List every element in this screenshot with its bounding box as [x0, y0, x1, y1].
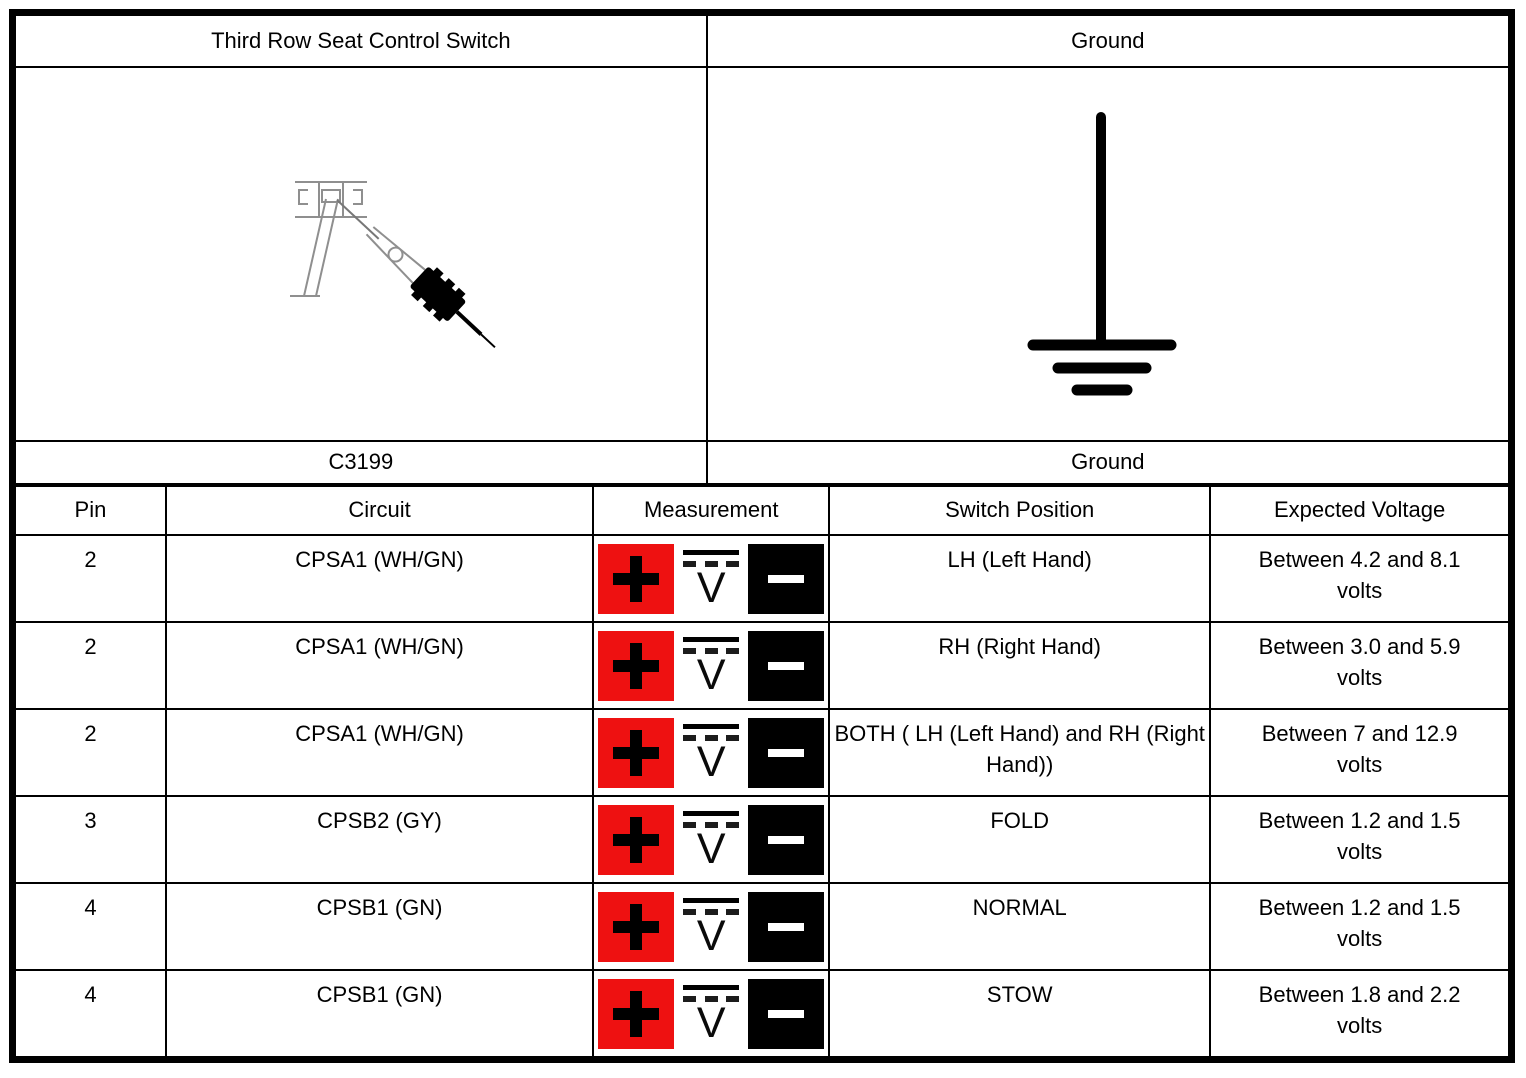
- measurement-cell: V: [592, 708, 831, 797]
- table-row: 2 CPSA1 (WH/GN) V RH (Right Hand) Betwee…: [14, 621, 1510, 710]
- switch-position-cell: FOLD: [828, 795, 1212, 884]
- expected-voltage-cell: Between 1.2 and 1.5 volts: [1209, 882, 1510, 971]
- circuit-cell: CPSA1 (WH/GN): [164, 534, 595, 623]
- negative-lead-icon: [748, 543, 825, 614]
- voltmeter-measurement-icon: V: [594, 717, 828, 788]
- expected-voltage-cell: Between 1.8 and 2.2 volts: [1209, 969, 1510, 1058]
- expected-voltage-cell: Between 7 and 12.9 volts: [1209, 708, 1510, 797]
- header-circuit: Circuit: [164, 485, 595, 536]
- ground-label: Ground: [705, 440, 1511, 485]
- circuit-cell: CPSA1 (WH/GN): [164, 621, 595, 710]
- pin-cell: 2: [14, 534, 167, 623]
- switch-position-cell: RH (Right Hand): [828, 621, 1212, 710]
- table-header-row: Pin Circuit Measurement Switch Position …: [14, 485, 1510, 536]
- switch-position-cell: NORMAL: [828, 882, 1212, 971]
- ground-symbol-icon: [1027, 112, 1177, 396]
- negative-lead-icon: [748, 978, 825, 1049]
- dc-voltmeter-icon: V: [683, 549, 740, 609]
- table-row: 4 CPSB1 (GN) V STOW Between 1.8 and 2.2 …: [14, 969, 1510, 1058]
- pin-cell: 2: [14, 708, 167, 797]
- table-row: 3 CPSB2 (GY) V FOLD Between 1.2 and 1.5 …: [14, 795, 1510, 884]
- pin-cell: 4: [14, 882, 167, 971]
- circuit-cell: CPSB1 (GN): [164, 882, 595, 971]
- ground-image-cell: [705, 66, 1511, 442]
- connector-code-label: C3199: [14, 440, 708, 485]
- pin-cell: 3: [14, 795, 167, 884]
- header-switch-position: Switch Position: [828, 485, 1212, 536]
- expected-voltage-cell: Between 4.2 and 8.1 volts: [1209, 534, 1510, 623]
- expected-voltage-cell: Between 3.0 and 5.9 volts: [1209, 621, 1510, 710]
- header-pin: Pin: [14, 485, 167, 536]
- header-expected-voltage: Expected Voltage: [1209, 485, 1510, 536]
- connector-title: Third Row Seat Control Switch: [14, 14, 708, 68]
- circuit-cell: CPSB1 (GN): [164, 969, 595, 1058]
- test-probe-connector-icon: [290, 181, 496, 349]
- dc-voltmeter-icon: V: [683, 810, 740, 870]
- negative-lead-icon: [748, 630, 825, 701]
- dc-voltmeter-icon: V: [683, 897, 740, 957]
- dc-voltmeter-icon: V: [683, 984, 740, 1044]
- pin-cell: 2: [14, 621, 167, 710]
- voltmeter-measurement-icon: V: [594, 891, 828, 962]
- voltmeter-measurement-icon: V: [594, 978, 828, 1049]
- negative-lead-icon: [748, 891, 825, 962]
- voltmeter-measurement-icon: V: [594, 543, 828, 614]
- circuit-cell: CPSA1 (WH/GN): [164, 708, 595, 797]
- pinpoint-test-table: Third Row Seat Control Switch Ground: [9, 9, 1515, 1063]
- positive-lead-icon: [598, 978, 675, 1049]
- measurement-cell: V: [592, 534, 831, 623]
- table-row: 2 CPSA1 (WH/GN) V BOTH ( LH (Left Hand) …: [14, 708, 1510, 797]
- voltmeter-measurement-icon: V: [594, 630, 828, 701]
- measurement-cell: V: [592, 795, 831, 884]
- pin-cell: 4: [14, 969, 167, 1058]
- measurement-table: Pin Circuit Measurement Switch Position …: [14, 485, 1510, 1058]
- measurement-cell: V: [592, 621, 831, 710]
- positive-lead-icon: [598, 717, 675, 788]
- negative-lead-icon: [748, 804, 825, 875]
- connection-header-table: Third Row Seat Control Switch Ground: [14, 14, 1511, 485]
- table-row: 4 CPSB1 (GN) V NORMAL Between 1.2 and 1.…: [14, 882, 1510, 971]
- positive-lead-icon: [598, 891, 675, 962]
- voltmeter-measurement-icon: V: [594, 804, 828, 875]
- connector-image-cell: [14, 66, 708, 442]
- table-row: 2 CPSA1 (WH/GN) V LH (Left Hand) Between…: [14, 534, 1510, 623]
- positive-lead-icon: [598, 630, 675, 701]
- negative-lead-icon: [748, 717, 825, 788]
- dc-voltmeter-icon: V: [683, 636, 740, 696]
- header-measurement: Measurement: [592, 485, 831, 536]
- ground-title: Ground: [705, 14, 1511, 68]
- circuit-cell: CPSB2 (GY): [164, 795, 595, 884]
- measurement-cell: V: [592, 882, 831, 971]
- positive-lead-icon: [598, 543, 675, 614]
- expected-voltage-cell: Between 1.2 and 1.5 volts: [1209, 795, 1510, 884]
- dc-voltmeter-icon: V: [683, 723, 740, 783]
- measurement-cell: V: [592, 969, 831, 1058]
- switch-position-cell: BOTH ( LH (Left Hand) and RH (Right Hand…: [828, 708, 1212, 797]
- switch-position-cell: LH (Left Hand): [828, 534, 1212, 623]
- positive-lead-icon: [598, 804, 675, 875]
- switch-position-cell: STOW: [828, 969, 1212, 1058]
